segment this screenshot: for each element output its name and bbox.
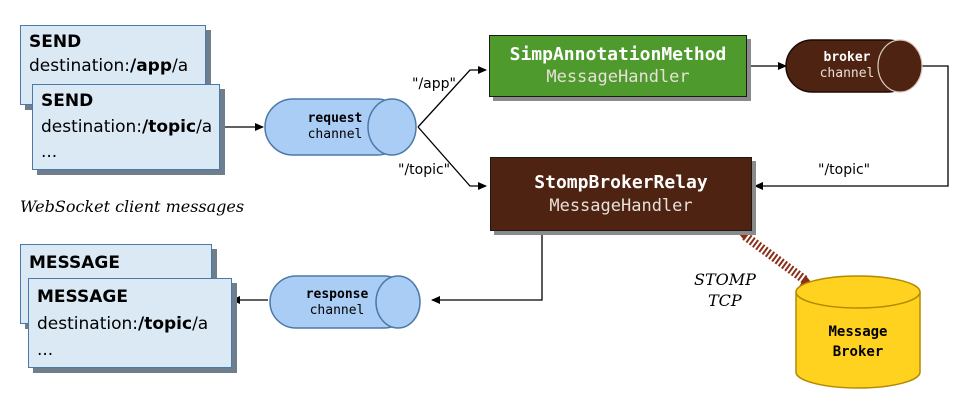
- message-command: MESSAGE: [37, 287, 128, 307]
- edge-label-app: "/app": [412, 76, 456, 92]
- message-command: MESSAGE: [29, 253, 120, 273]
- message-destination: destination:/topic/a: [37, 314, 209, 334]
- broker-channel-shape: [785, 39, 923, 93]
- arrow-broker-to-relay: [754, 65, 949, 190]
- response-channel-shape: [269, 275, 421, 329]
- arrow-request-to-annotation: [417, 66, 487, 128]
- message-card-front: MESSAGE destination:/topic/a ...: [28, 278, 232, 368]
- arrow-request-to-relay: [417, 126, 487, 190]
- broker-channel-label: broker channel: [819, 50, 875, 81]
- message-more: ...: [37, 340, 54, 360]
- send-destination: destination:/app/a: [29, 56, 189, 76]
- relay-handler: StompBrokerRelay MessageHandler: [490, 157, 752, 231]
- arrow-relay-to-response: [431, 232, 543, 304]
- message-broker-shape: [795, 275, 921, 389]
- stomp-label: STOMP: [694, 270, 756, 289]
- send-card-front: SEND destination:/topic/a ...: [32, 84, 220, 170]
- send-command: SEND: [41, 91, 94, 111]
- edge-label-topic-right: "/topic": [818, 162, 871, 178]
- edge-label-topic-left: "/topic": [398, 162, 451, 178]
- send-destination: destination:/topic/a: [41, 117, 213, 137]
- response-channel-label: response channel: [305, 287, 369, 318]
- tcp-label: TCP: [708, 291, 742, 310]
- send-more: ...: [41, 142, 58, 162]
- clients-caption: WebSocket client messages: [20, 197, 245, 216]
- send-command: SEND: [29, 32, 82, 52]
- message-broker-label: Message Broker: [828, 324, 888, 360]
- request-channel-label: request channel: [307, 111, 363, 142]
- annotation-handler: SimpAnnotationMethod MessageHandler: [489, 35, 747, 97]
- request-channel-shape: [264, 98, 417, 156]
